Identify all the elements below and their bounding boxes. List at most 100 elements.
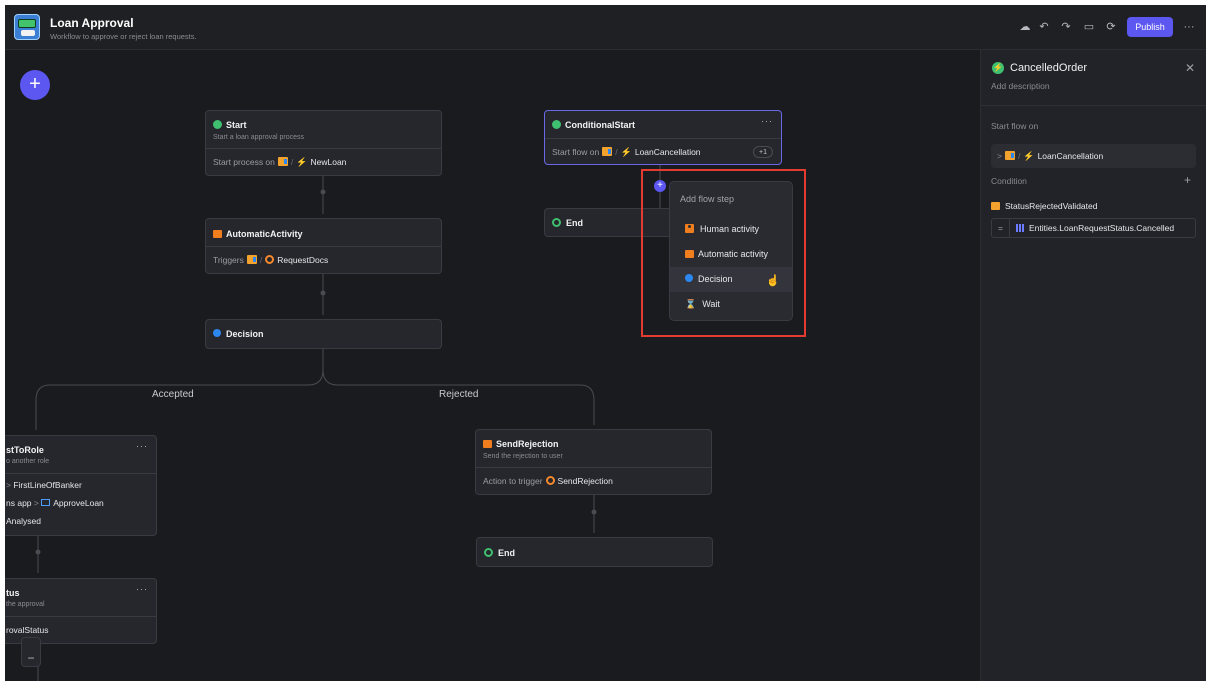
decision-title: Decision <box>226 329 264 339</box>
event-bolt-icon: ⚡ <box>296 157 308 167</box>
status-row: rovalStatus <box>6 625 49 635</box>
event-icon <box>545 476 555 485</box>
header-bar: Loan Approval Workflow to approve or rej… <box>5 5 1206 50</box>
send-rejection-row-label: Action to trigger <box>483 476 543 486</box>
role-node-title: stToRole <box>6 445 44 455</box>
close-icon[interactable]: ✕ <box>1185 61 1196 75</box>
condition-name[interactable]: StatusRejectedValidated <box>991 201 1097 211</box>
refresh-icon[interactable]: ⟳ <box>1106 21 1116 33</box>
connector-lines <box>35 161 661 681</box>
condition-expression[interactable]: = Entities.LoanRequestStatus.Cancelled <box>991 218 1196 238</box>
decision-icon <box>213 329 221 337</box>
automatic-activity-icon <box>213 230 222 238</box>
node-more-icon[interactable]: ··· <box>136 441 148 451</box>
end-node-bottom[interactable]: End <box>476 537 713 567</box>
add-node-button[interactable]: + <box>20 70 50 100</box>
human-icon <box>685 224 694 233</box>
pointer-cursor-icon: ☝ <box>766 275 780 287</box>
comment-icon[interactable]: ▭ <box>1083 21 1095 33</box>
menu-item-label: Wait <box>702 299 720 309</box>
edge-label-accepted: Accepted <box>149 389 197 400</box>
node-more-icon[interactable]: ··· <box>136 584 148 594</box>
add-flow-step-menu: Add flow step Human activity Automatic a… <box>669 181 793 321</box>
menu-item-wait[interactable]: ⌛ Wait <box>670 292 792 317</box>
send-rejection-node[interactable]: SendRejection Send the rejection to user… <box>475 429 712 495</box>
undo-icon[interactable]: ↶ <box>1039 21 1049 33</box>
edge-label-rejected: Rejected <box>436 389 482 400</box>
publish-button[interactable]: Publish <box>1127 17 1173 37</box>
hourglass-icon: ⌛ <box>685 299 697 309</box>
divider <box>981 105 1206 106</box>
panel-title[interactable]: CancelledOrder <box>1010 62 1088 74</box>
status-node-desc: the approval <box>6 601 45 608</box>
start-row-label: Start process on <box>213 157 275 167</box>
send-rejection-desc: Send the rejection to user <box>483 453 563 460</box>
menu-item-label: Automatic activity <box>698 249 769 259</box>
zoom-out-button[interactable]: − <box>21 637 41 667</box>
app-icon <box>602 147 613 156</box>
automatic-icon <box>685 250 694 258</box>
role-row-2b: ApproveLoan <box>53 498 104 508</box>
menu-item-label: Human activity <box>700 224 760 234</box>
conditional-row-label: Start flow on <box>552 147 600 157</box>
conditional-start-icon: ⚡ <box>992 62 1004 74</box>
properties-panel: ⚡ CancelledOrder ✕ Add description Start… <box>980 50 1206 681</box>
send-rejection-title: SendRejection <box>496 439 559 449</box>
menu-item-label: Decision <box>698 274 733 284</box>
start-node[interactable]: Start Start a loan approval process Star… <box>205 110 442 176</box>
automatic-row-value: RequestDocs <box>277 255 329 265</box>
menu-item-human-activity[interactable]: Human activity <box>670 217 792 242</box>
more-triggers-badge[interactable]: +1 <box>753 146 773 158</box>
decision-node[interactable]: Decision <box>205 319 442 349</box>
assign-role-node[interactable]: stToRole o another role ··· > FirstLineO… <box>5 435 157 536</box>
menu-item-automatic-activity[interactable]: Automatic activity <box>670 242 792 267</box>
app-icon <box>1004 151 1015 160</box>
send-rejection-row-value: SendRejection <box>557 476 613 486</box>
app-icon <box>246 255 257 264</box>
play-icon <box>213 120 222 129</box>
decision-icon <box>685 274 693 282</box>
start-node-title: Start <box>226 120 247 130</box>
redo-icon[interactable]: ↷ <box>1061 21 1071 33</box>
menu-title: Add flow step <box>680 194 735 204</box>
start-flow-trigger[interactable]: >/⚡LoanCancellation <box>991 144 1196 168</box>
add-step-plus-button[interactable]: + <box>654 180 666 192</box>
automatic-activity-node[interactable]: AutomaticActivity Triggers/RequestDocs <box>205 218 442 274</box>
highlight-box <box>641 169 806 337</box>
more-icon[interactable]: ··· <box>1183 21 1195 33</box>
event-icon <box>265 255 275 264</box>
end-bottom-title: End <box>498 548 515 558</box>
chevron-right-icon: > <box>997 151 1002 161</box>
automatic-activity-title: AutomaticActivity <box>226 229 303 239</box>
entity-icon <box>1016 224 1024 232</box>
start-node-desc: Start a loan approval process <box>213 134 305 141</box>
end-node-top[interactable]: End <box>544 208 674 237</box>
operator-equals[interactable]: = <box>992 219 1010 237</box>
condition-label: Condition <box>991 176 1027 186</box>
conditional-start-node[interactable]: ConditionalStart ··· Start flow on/⚡Loan… <box>544 110 782 165</box>
condition-value: Entities.LoanRequestStatus.Cancelled <box>1029 223 1175 233</box>
menu-item-decision[interactable]: Decision <box>670 267 792 292</box>
automatic-activity-icon <box>483 440 492 448</box>
workflow-subtitle: Workflow to approve or reject loan reque… <box>50 32 197 41</box>
role-node-desc: o another role <box>6 458 50 465</box>
role-row-1: FirstLineOfBanker <box>13 480 82 490</box>
cloud-icon[interactable]: ☁ <box>1019 21 1031 33</box>
add-condition-icon[interactable]: + <box>1184 173 1192 187</box>
conditional-start-row: Start flow on/⚡LoanCancellation +1 <box>545 138 781 164</box>
start-flow-value: LoanCancellation <box>1037 151 1104 161</box>
node-more-icon[interactable]: ··· <box>761 116 773 126</box>
end-icon <box>552 218 561 227</box>
app-window: Loan Approval Workflow to approve or rej… <box>5 5 1206 681</box>
app-icon <box>277 157 288 166</box>
workflow-canvas[interactable]: + Start Start a loan approval process St… <box>5 50 980 681</box>
automatic-row-label: Triggers <box>213 255 244 265</box>
role-node-rows: > FirstLineOfBanker ns app > ApproveLoan… <box>5 473 156 536</box>
start-row-value: NewLoan <box>310 157 347 167</box>
add-description-field[interactable]: Add description <box>991 81 1050 91</box>
condition-name-text: StatusRejectedValidated <box>1005 201 1098 211</box>
start-node-trigger-row: Start process on/⚡NewLoan <box>206 148 441 176</box>
update-status-node[interactable]: tus the approval ··· rovalStatus <box>5 578 157 644</box>
conditional-start-title: ConditionalStart <box>565 120 635 130</box>
status-node-title: tus <box>6 588 20 598</box>
